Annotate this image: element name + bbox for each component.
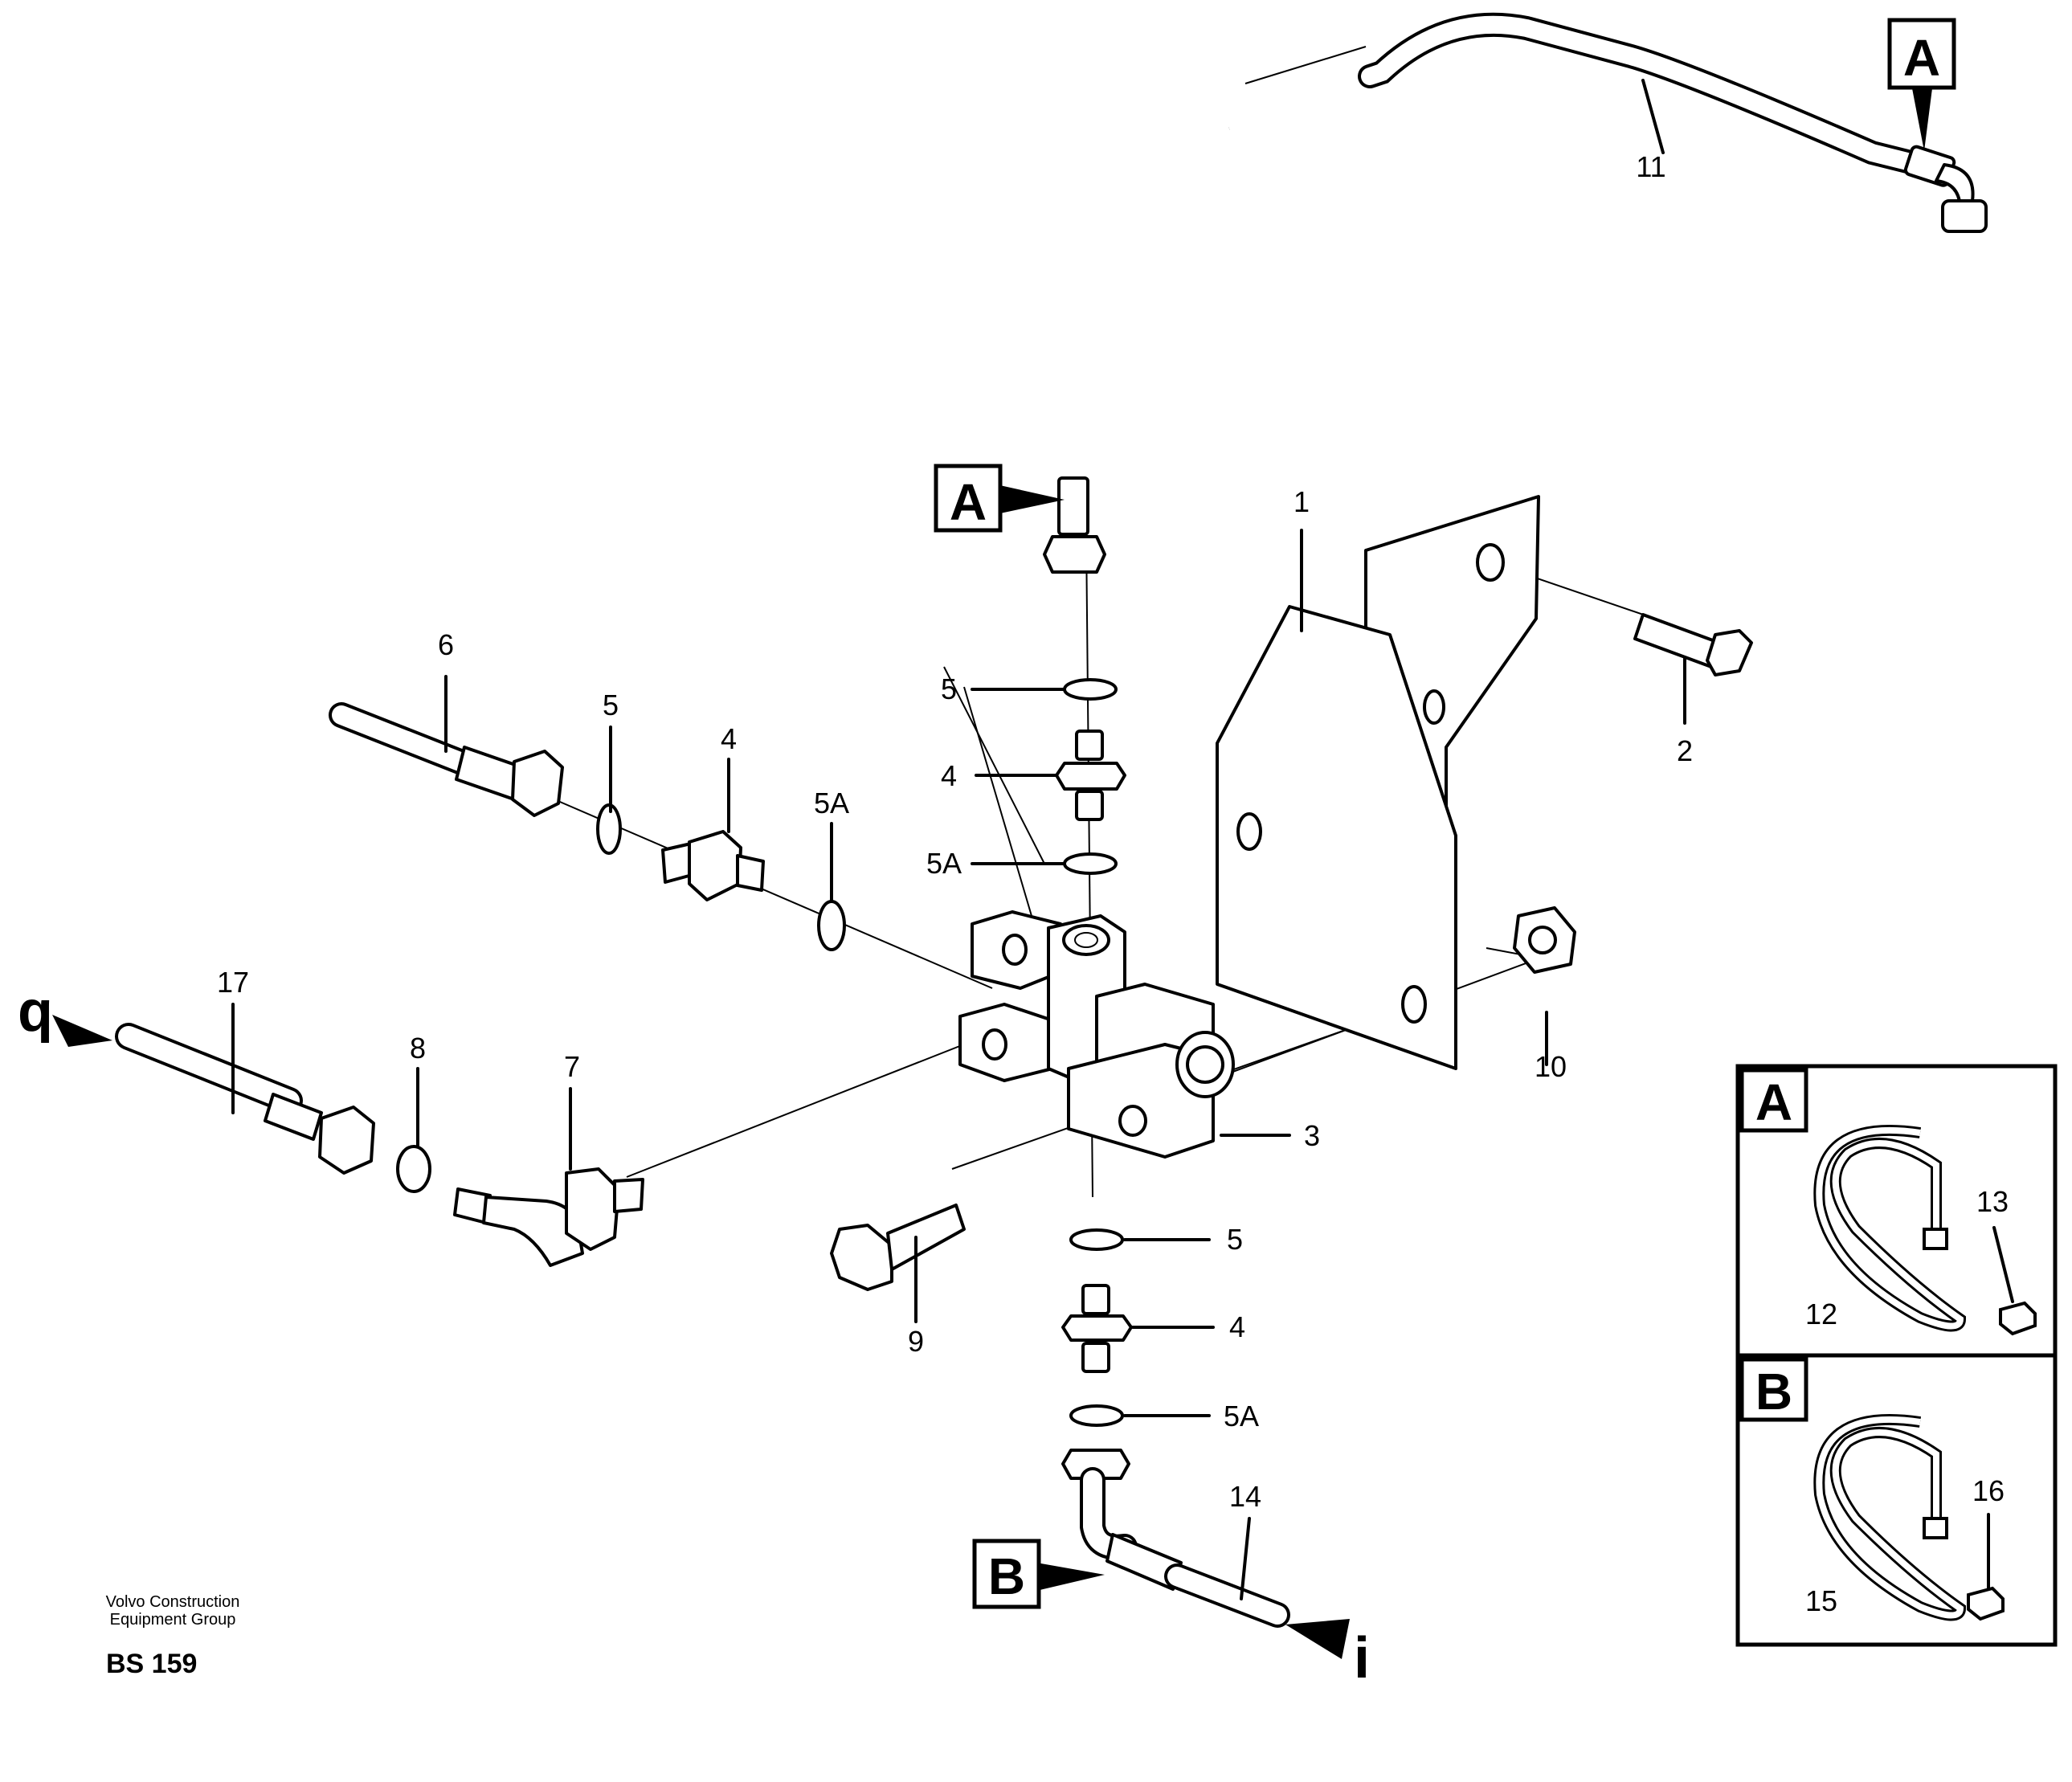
footer: Volvo Construction Equipment Group BS 15… [106,1593,240,1679]
part-label-11: 11 [1636,150,1665,183]
part-label-5a-bottom: 5A [1224,1400,1259,1433]
part-label-5-bottom: 5 [1227,1223,1243,1256]
bolt-2 [1633,613,1753,676]
callout-a-top: A [1887,18,1956,90]
hose-17-assembly [115,1023,644,1267]
part-label-6: 6 [438,628,454,661]
cable-tie-12-icon [1813,1124,1967,1332]
part-label-10: 10 [1535,1050,1567,1083]
part-label-7: 7 [564,1050,580,1083]
inset-b-label: B [1755,1363,1792,1420]
callout-pointers [52,88,1932,1659]
bottom-fittings [1061,1228,1133,1480]
flow-marker-q: q [18,979,53,1044]
part-label-2: 2 [1677,734,1693,767]
valve-block-3 [958,910,1235,1159]
callout-b-bottom-label: B [988,1547,1025,1605]
top-fittings [1055,678,1126,875]
part-label-14: 14 [1229,1480,1261,1513]
callout-a-mid-label: A [950,473,987,531]
part-label-9: 9 [908,1325,924,1358]
part-label-5-top: 5 [941,672,957,705]
part-label-5a-left: 5A [814,787,849,819]
pipe-11 [1043,12,1988,574]
part-label-1: 1 [1293,485,1310,518]
nut-10 [1513,906,1576,974]
part-label-8: 8 [410,1032,426,1065]
label-leaders [231,79,1686,1600]
part-label-3: 3 [1304,1119,1320,1152]
part-label-15: 15 [1805,1584,1837,1617]
part-label-13: 13 [1976,1185,2009,1218]
callout-a-top-label: A [1903,29,1940,87]
part-label-17: 17 [217,966,249,999]
hose-6-assembly [329,702,846,951]
inset-a-label: A [1755,1073,1792,1131]
part-number-labels: 1 2 3 5 4 5A 6 5 4 5A 17 8 7 9 10 11 5 4… [217,150,1693,1513]
part-label-5-left: 5 [603,689,619,721]
callout-b-bottom: B [972,1539,1041,1609]
footer-company-line1: Volvo Construction [106,1593,240,1611]
part-label-16: 16 [1972,1474,2005,1507]
part-label-4-top: 4 [941,759,957,792]
pipe-14 [1080,1467,1290,1628]
tie-mount-13-icon [1992,1226,2037,1336]
cable-tie-15-icon [1813,1413,1967,1621]
inset-panel: A B 13 12 16 15 [1735,1064,2058,1647]
flow-marker-i: i [1354,1626,1370,1690]
callout-a-mid: A [934,464,1003,533]
footer-company-line2: Equipment Group [110,1611,236,1629]
part-label-4-left: 4 [721,722,737,755]
footer-code: BS 159 [106,1649,197,1679]
tie-mount-16-icon [1967,1513,2005,1621]
bracket-1 [1216,495,1540,1070]
bolt-9 [830,1204,966,1291]
part-label-4-bottom: 4 [1229,1310,1245,1343]
part-label-12: 12 [1805,1298,1837,1330]
part-label-5a-top: 5A [926,847,962,880]
